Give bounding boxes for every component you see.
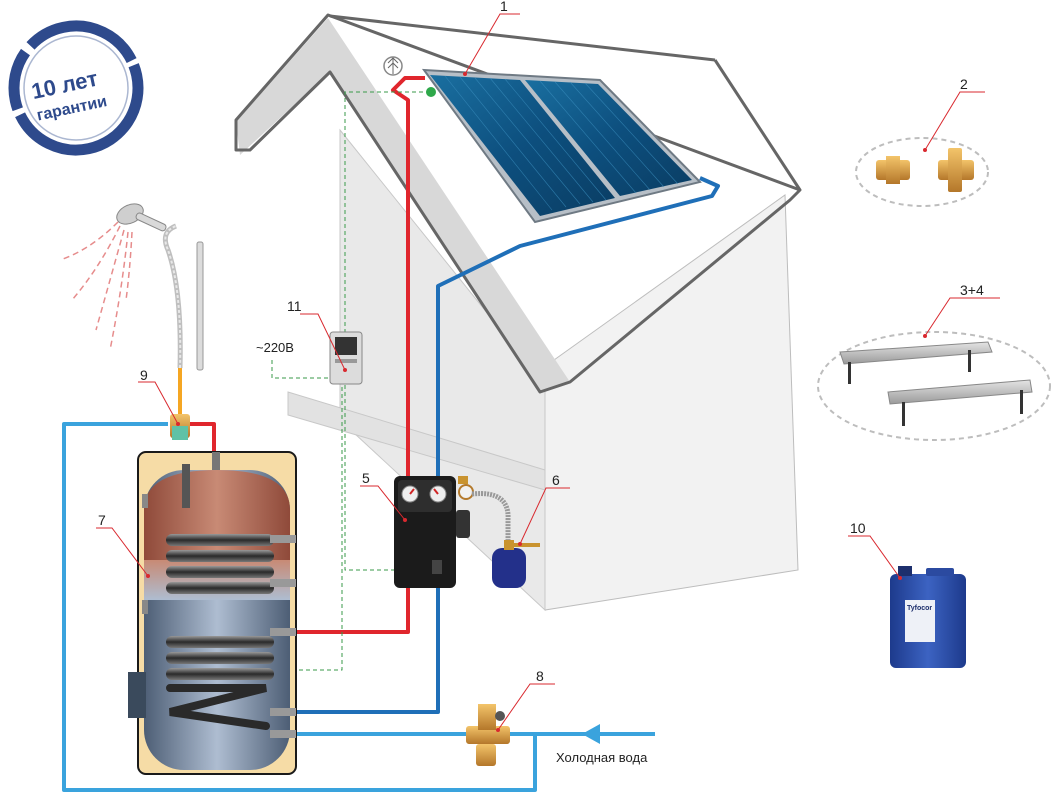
label-1: 1	[500, 0, 508, 14]
water-spray	[59, 221, 133, 351]
label-11: 11	[287, 298, 302, 314]
cold-water-arrow-icon	[582, 724, 655, 744]
label-6: 6	[552, 472, 560, 488]
solar-collectors	[421, 68, 702, 224]
callout-dots	[146, 72, 927, 732]
label-8: 8	[536, 668, 544, 684]
hot-water-outlet	[188, 422, 216, 460]
lower-heat-exchanger	[166, 628, 296, 738]
cold-water-bypass	[62, 422, 537, 792]
hot-pipe-coil	[290, 588, 410, 634]
collector-sensor	[426, 87, 436, 97]
label-9: 9	[140, 367, 148, 383]
fittings-group	[855, 137, 989, 207]
sensor-wire-collector	[344, 91, 430, 571]
solar-controller	[329, 331, 363, 385]
label-7: 7	[98, 512, 106, 528]
shower	[116, 203, 204, 371]
house	[234, 13, 802, 612]
thermostatic-mixer	[170, 414, 190, 440]
label-3-4: 3+4	[960, 282, 984, 298]
expansion-hose	[471, 491, 511, 548]
pump-station	[394, 476, 474, 588]
upper-heat-exchanger	[166, 534, 296, 594]
cold-water-label: Холодная вода	[556, 750, 648, 765]
expansion-vessel	[492, 540, 540, 588]
air-vent-icon	[383, 56, 403, 76]
voltage-label: ~220В	[256, 340, 294, 355]
hot-pipe-collector	[391, 76, 425, 478]
canister-brand-label: Tyfocor	[907, 605, 932, 612]
label-2: 2	[960, 76, 968, 92]
return-pipe-collector	[436, 176, 720, 478]
label-10: 10	[850, 520, 866, 536]
mounting-rails	[817, 331, 1051, 441]
sensor-wire-tank	[285, 372, 343, 671]
callouts	[96, 13, 1000, 731]
return-pipe-coil	[290, 588, 440, 714]
label-5: 5	[362, 470, 370, 486]
pipes	[62, 76, 720, 792]
tank-flange	[128, 672, 146, 718]
safety-group	[466, 704, 510, 766]
power-wire	[271, 360, 330, 379]
antifreeze-canister: Tyfocor	[890, 566, 966, 668]
storage-tank	[128, 451, 297, 775]
warranty-badge: 10 лет гарантии	[8, 20, 144, 156]
